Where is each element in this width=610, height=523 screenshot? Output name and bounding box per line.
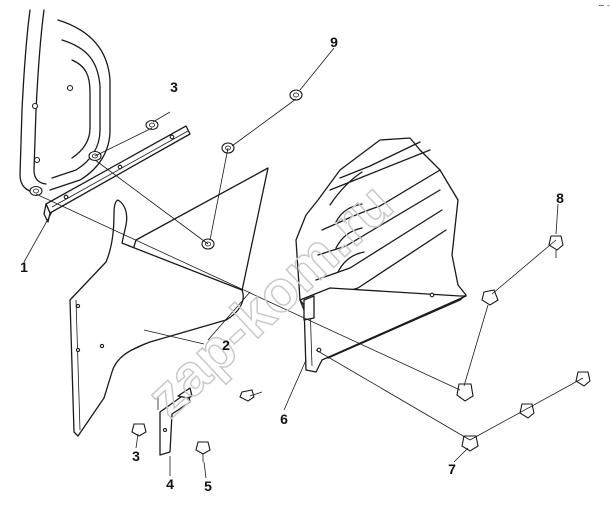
callout-6: 6 (280, 411, 288, 427)
part-3-nut-bottom (131, 423, 147, 437)
assembly-lines (35, 98, 584, 441)
callout-4: 4 (166, 476, 174, 492)
part-6-grille-guard (295, 137, 467, 373)
part-4-small-bracket (157, 387, 193, 456)
callout-1: 1 (20, 259, 28, 275)
callout-8: 8 (556, 190, 564, 206)
part-5-bolt (195, 389, 263, 462)
callout-3-bottom: 3 (132, 448, 140, 464)
callout-2: 2 (222, 337, 230, 353)
corner-mark: ∼ - (598, 1, 610, 10)
part-8-bolts (456, 235, 564, 402)
part-1-angle-bracket (43, 125, 191, 223)
callout-3-top: 3 (170, 79, 178, 95)
callout-5: 5 (204, 478, 212, 494)
leader-lines (23, 47, 559, 479)
part-7-bolts (461, 371, 591, 452)
callouts: 1 2 3 3 4 5 6 7 8 9 (20, 34, 564, 494)
engine-housing (19, 9, 111, 193)
part-2-front-shield (69, 199, 244, 437)
callout-7: 7 (448, 461, 456, 477)
callout-9: 9 (330, 34, 338, 50)
part-3-nut-top (29, 119, 159, 197)
